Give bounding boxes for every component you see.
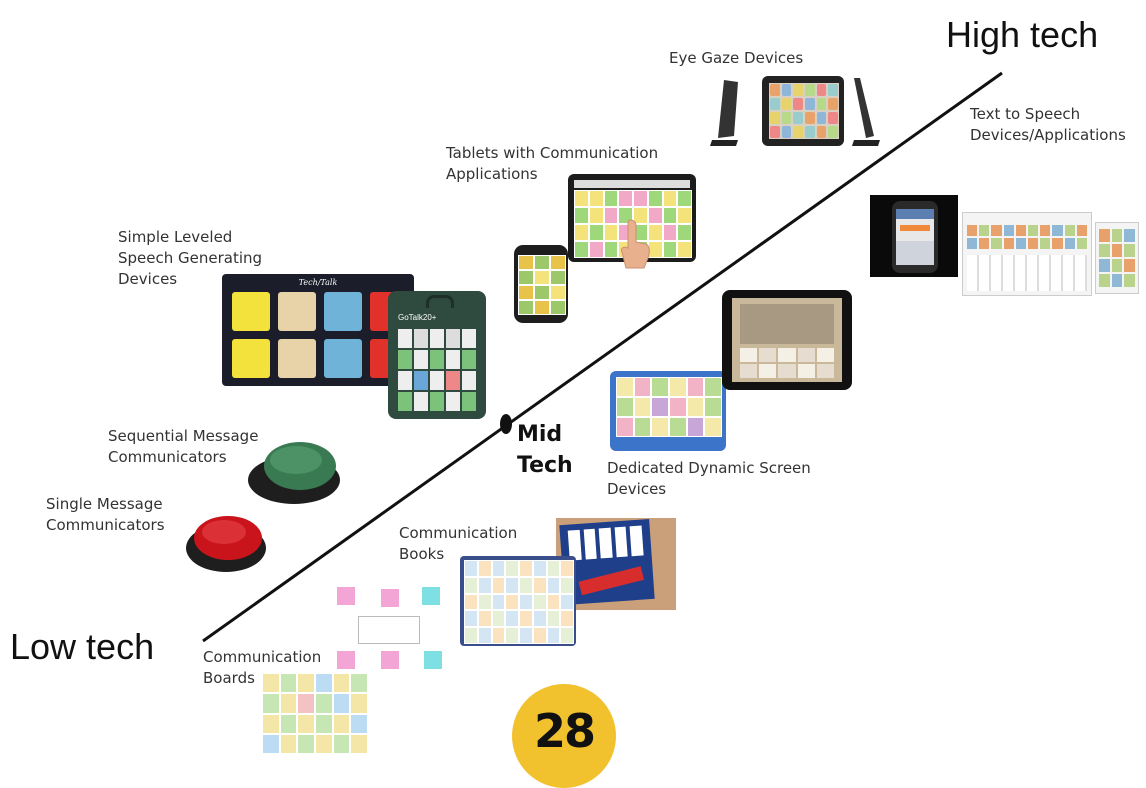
dedicated-label-1: Dedicated Dynamic Screen [607,459,811,477]
communication-book-photo [556,518,676,610]
board-symbol-2 [381,589,399,607]
tts-phone-device [870,195,958,277]
books-label-1: Communication [399,524,518,542]
board-symbol-5 [381,651,399,669]
sequential-label-1: Sequential Message [108,427,259,445]
mid-tech-marker [500,414,512,434]
tech-talk-brand: Tech/Talk [298,278,338,287]
board-symbol-3 [422,587,440,605]
single-label-2: Communicators [46,516,165,534]
mid-tech-label-2: Tech [517,453,573,478]
board-symbol-6 [424,651,442,669]
tech-axis-line [202,71,1003,643]
boards-label-2: Boards [203,669,255,687]
communication-board [263,674,367,753]
tech-talk-device: Tech/Talk [222,274,414,386]
eye-gaze-device-side-right [848,76,882,148]
tts-side-panel [1095,222,1139,294]
single-communicator-device [184,506,268,574]
dedicated-device-blue [610,371,726,451]
gotalk-device: GoTalk20+ [388,291,486,419]
eye-gaze-device-side-left [708,78,742,148]
simple-leveled-label-1: Simple Leveled [118,228,233,246]
simple-leveled-label-2: Speech Generating [118,249,263,267]
mid-tech-label-1: Mid [517,422,563,447]
tts-label-1: Text to Speech [970,105,1081,123]
tts-keyboard-app [962,212,1092,296]
dedicated-device-black [722,290,852,390]
tablets-label-2: Applications [446,165,538,183]
dedicated-label-2: Devices [607,480,667,498]
communication-book [460,556,576,646]
page-number-badge: 28 [512,684,616,788]
board-symbol-4 [337,651,355,669]
sequential-communicator-device [244,436,342,506]
tts-label-2: Devices/Applications [970,126,1126,144]
books-label-2: Books [399,545,445,563]
simple-leveled-label-3: Devices [118,270,178,288]
boards-label-1: Communication [203,648,322,666]
eye-gaze-label: Eye Gaze Devices [669,49,804,67]
high-tech-label: High tech [946,14,1099,55]
finger-pointer-icon [618,218,652,270]
smartphone-device [514,245,568,323]
board-sentence-strip [358,616,420,644]
low-tech-label: Low tech [10,626,155,667]
sequential-label-2: Communicators [108,448,227,466]
tablets-label-1: Tablets with Communication [446,144,659,162]
gotalk-brand: GoTalk20+ [398,313,437,322]
single-label-1: Single Message [46,495,163,513]
page-number: 28 [533,704,596,758]
eye-gaze-device-front [762,76,844,146]
board-symbol-1 [337,587,355,605]
